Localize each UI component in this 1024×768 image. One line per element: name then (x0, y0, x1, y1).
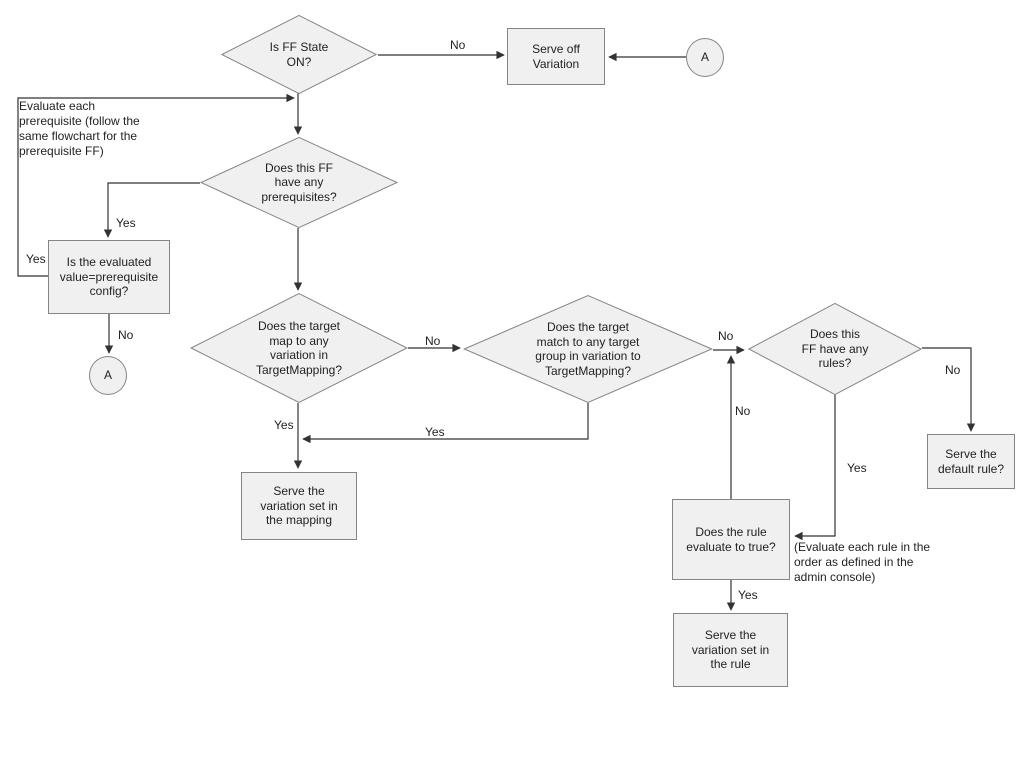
node-label: Serve the default rule? (937, 447, 1005, 476)
node-target-map-variation: Does the target map to any variation in … (190, 293, 408, 403)
edge-label-match-no: No (718, 329, 734, 343)
edge-label-evaluated-no: No (118, 328, 134, 342)
edge-label-map-no: No (425, 334, 441, 348)
node-evaluated-value-config: Is the evaluated value=prerequisite conf… (48, 240, 170, 314)
node-label: Does this FF have any rules? (801, 327, 869, 371)
edge-label-match-yes: Yes (425, 425, 445, 439)
edge-rules-no (922, 347, 976, 432)
node-label: Serve the variation set in the rule (691, 628, 770, 672)
diamond-shape (463, 295, 713, 403)
node-connector-a-left: A (89, 356, 127, 395)
node-label: A (103, 368, 112, 383)
diamond-shape (190, 293, 408, 403)
node-label: Does the target map to any variation in … (255, 319, 343, 377)
node-connector-a-top: A (686, 38, 724, 77)
edge-label-ff-state-no: No (450, 38, 466, 52)
edge-label-prereq-yes: Yes (116, 216, 136, 230)
edge-prereq-loop-yes (17, 93, 295, 277)
edge-prereq-yes (103, 182, 200, 238)
node-serve-off-variation: Serve off Variation (507, 28, 605, 85)
edge-label-map-yes: Yes (274, 418, 294, 432)
edge-rules-yes (794, 395, 836, 541)
diamond-shape (748, 303, 922, 395)
edge-match-yes (302, 403, 589, 444)
node-label: Serve the variation set in the mapping (260, 484, 338, 528)
node-has-prerequisites: Does this FF have any prerequisites? (200, 137, 398, 228)
node-label: Is FF State ON? (269, 40, 329, 69)
node-serve-variation-rule: Serve the variation set in the rule (673, 613, 788, 687)
node-label: A (700, 50, 709, 65)
node-label: Serve off Variation (532, 42, 580, 71)
node-serve-variation-mapping: Serve the variation set in the mapping (241, 472, 357, 540)
node-label: Does the target match to any target grou… (535, 320, 641, 378)
diamond-shape (221, 15, 377, 94)
node-label: Does the rule evaluate to true? (686, 525, 776, 554)
edge-label-prereq-loop-yes: Yes (26, 252, 46, 266)
edge-label-rule-eval-yes: Yes (738, 588, 758, 602)
note-prerequisite: Evaluate each prerequisite (follow the s… (19, 99, 140, 158)
edge-label-rules-no: No (945, 363, 961, 377)
node-is-ff-state-on: Is FF State ON? (221, 15, 377, 94)
node-serve-default-rule: Serve the default rule? (927, 434, 1015, 489)
node-label: Does this FF have any prerequisites? (261, 160, 337, 204)
note-rule-order: (Evaluate each rule in the order as defi… (794, 540, 931, 584)
node-target-match-group: Does the target match to any target grou… (463, 295, 713, 403)
node-label: Is the evaluated value=prerequisite conf… (59, 255, 159, 299)
node-has-rules: Does this FF have any rules? (748, 303, 922, 395)
diamond-shape (200, 137, 398, 228)
edge-label-rule-eval-no: No (735, 404, 751, 418)
node-rule-evaluates-true: Does the rule evaluate to true? (672, 499, 790, 580)
edge-label-rules-yes: Yes (847, 461, 867, 475)
